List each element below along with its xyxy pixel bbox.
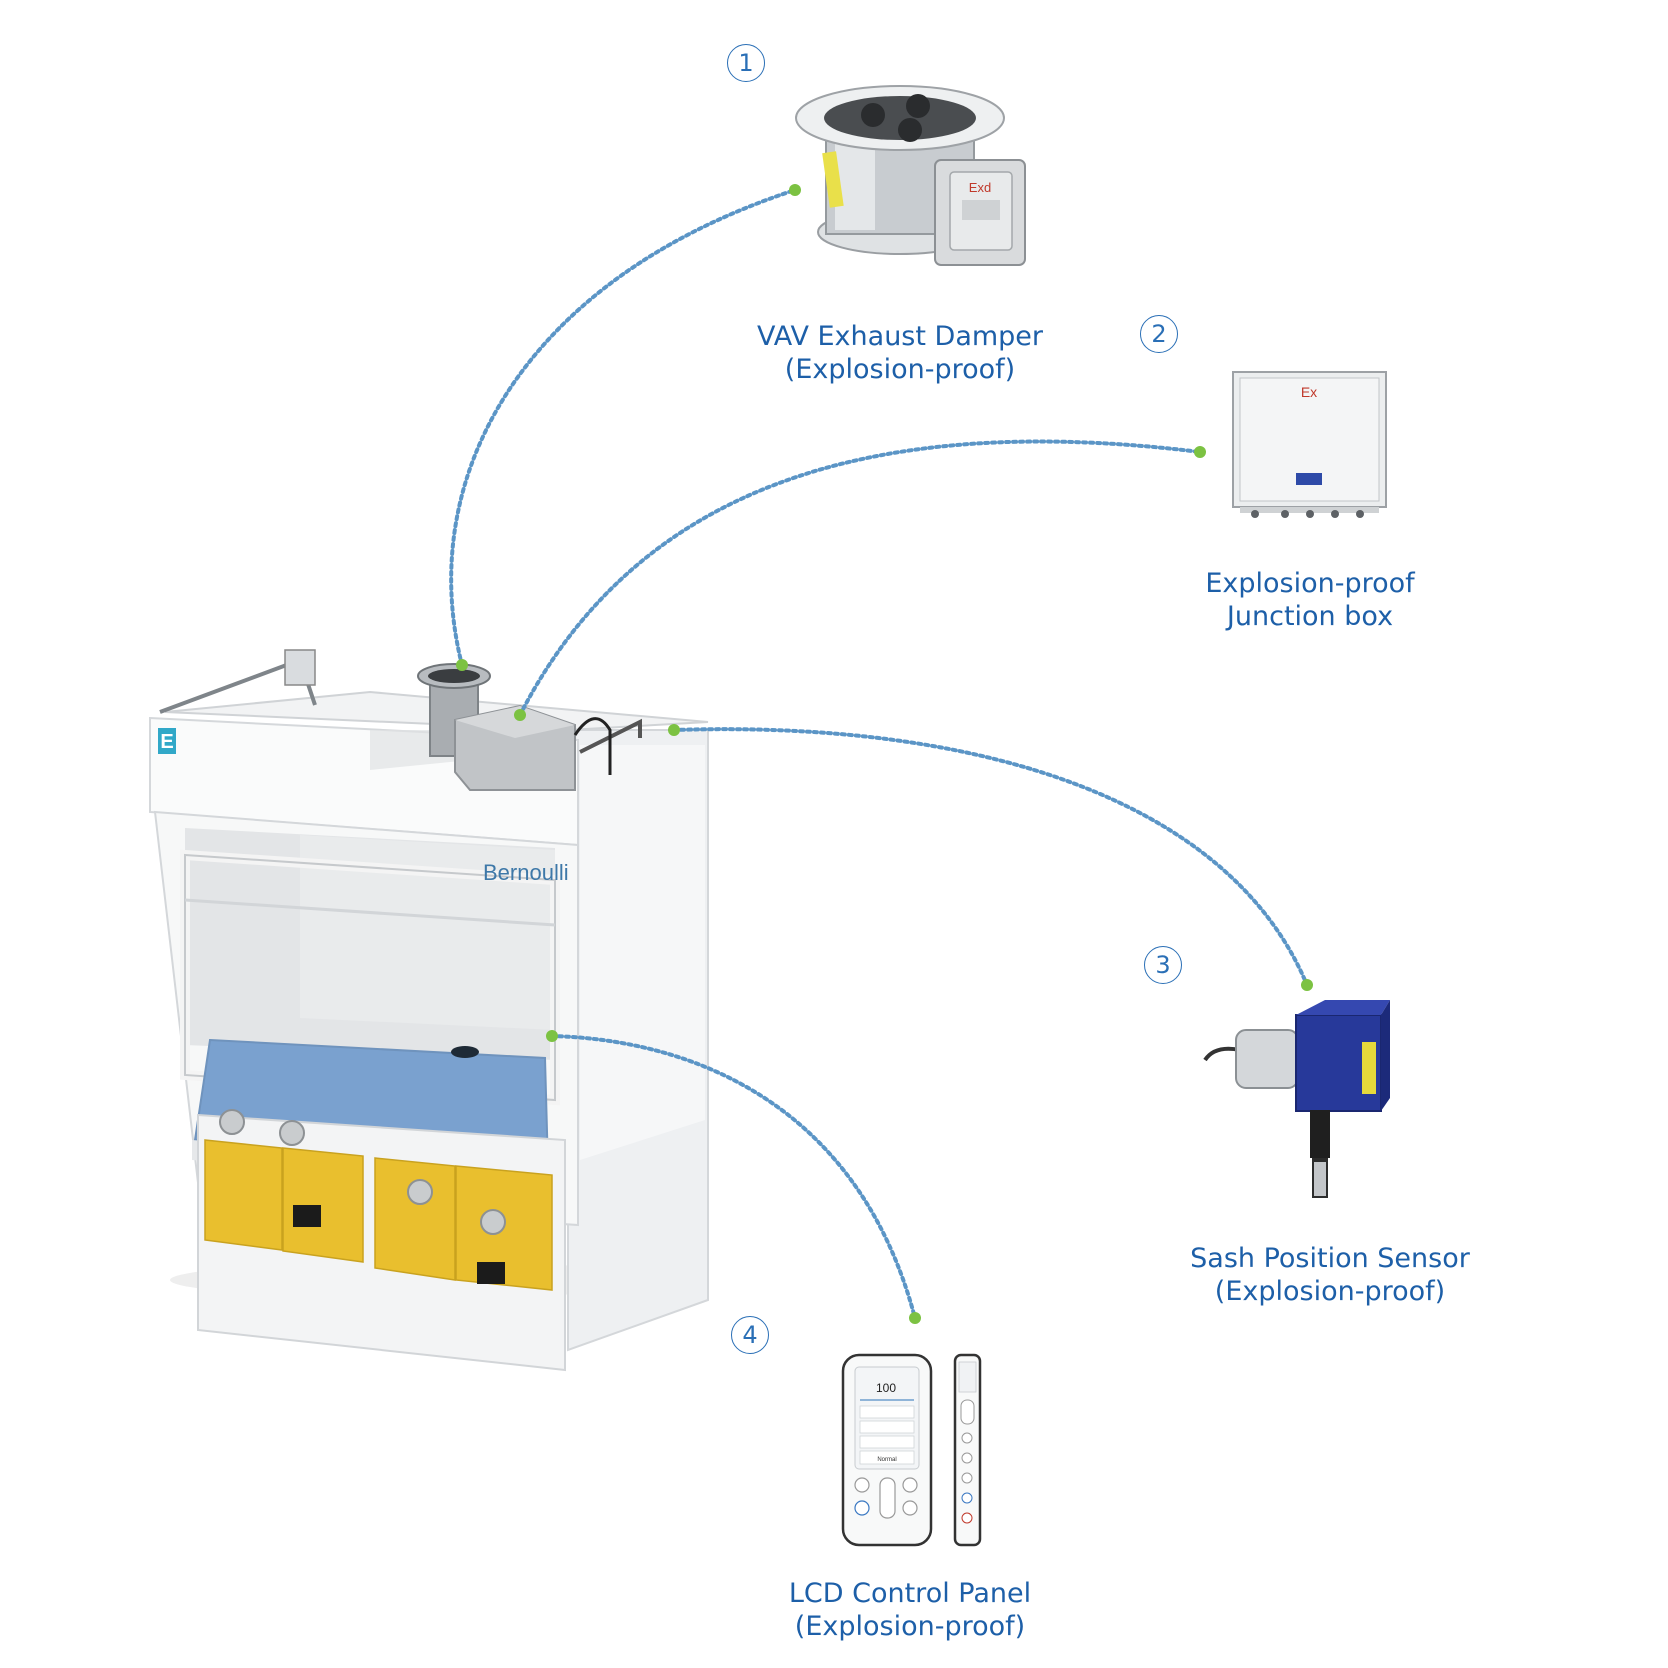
connector-lines bbox=[449, 188, 1309, 1320]
endpoint-dot bbox=[789, 184, 801, 196]
label-qualifier: (Explosion-proof) bbox=[794, 1611, 1026, 1642]
endpoint-dot bbox=[668, 724, 680, 736]
label-vav-exhaust-damper: VAV Exhaust Damper (Explosion-proof) bbox=[740, 320, 1060, 386]
label-lcd-control-panel: LCD Control Panel (Explosion-proof) bbox=[760, 1577, 1060, 1643]
label-sash-position-sensor: Sash Position Sensor (Explosion-proof) bbox=[1160, 1242, 1500, 1308]
component-number-badge: 4 bbox=[731, 1316, 769, 1354]
endpoint-dot bbox=[1194, 446, 1206, 458]
lcd-flow-value: 100 bbox=[876, 1381, 896, 1395]
label-qualifier: (Explosion-proof) bbox=[1214, 1276, 1446, 1307]
vav-damper-photo: Exd bbox=[795, 85, 1026, 266]
label-qualifier: Junction box bbox=[1226, 601, 1394, 632]
label-junction-box: Explosion-proof Junction box bbox=[1160, 567, 1460, 633]
endpoint-dot bbox=[514, 709, 526, 721]
connector-sash-sensor bbox=[672, 727, 1309, 987]
label-name: VAV Exhaust Damper bbox=[756, 321, 1044, 352]
label-name: Sash Position Sensor bbox=[1190, 1243, 1470, 1274]
endpoint-dot bbox=[456, 659, 468, 671]
component-number-badge: 1 bbox=[727, 44, 765, 82]
brand-text: Bernoulli bbox=[483, 860, 569, 885]
fume-hood-illustration: E Bernoulli bbox=[149, 649, 709, 1372]
connector-endpoints bbox=[456, 184, 1313, 1324]
endpoint-dot bbox=[1301, 979, 1313, 991]
connector-junction-box bbox=[518, 439, 1202, 717]
connector-vav-damper bbox=[449, 188, 797, 667]
label-name: Explosion-proof bbox=[1205, 568, 1415, 599]
component-number-badge: 3 bbox=[1144, 946, 1182, 984]
lcd-status: Normal bbox=[877, 1457, 896, 1463]
sash-sensor-photo bbox=[1203, 1000, 1390, 1198]
junction-box-photo: Ex bbox=[1232, 371, 1387, 518]
ex-badge: Ex bbox=[1301, 384, 1317, 400]
endpoint-dot bbox=[546, 1030, 558, 1042]
component-number-badge: 2 bbox=[1140, 315, 1178, 353]
lcd-panel-photo: 100 Normal bbox=[841, 1353, 982, 1547]
brand-logo-letter: E bbox=[160, 731, 173, 753]
connector-lcd-panel bbox=[550, 1034, 917, 1320]
label-name: LCD Control Panel bbox=[788, 1578, 1032, 1609]
label-qualifier: (Explosion-proof) bbox=[784, 354, 1016, 385]
brand-logo-icon bbox=[158, 728, 176, 754]
endpoint-dot bbox=[909, 1312, 921, 1324]
damper-badge: Exd bbox=[969, 180, 991, 195]
